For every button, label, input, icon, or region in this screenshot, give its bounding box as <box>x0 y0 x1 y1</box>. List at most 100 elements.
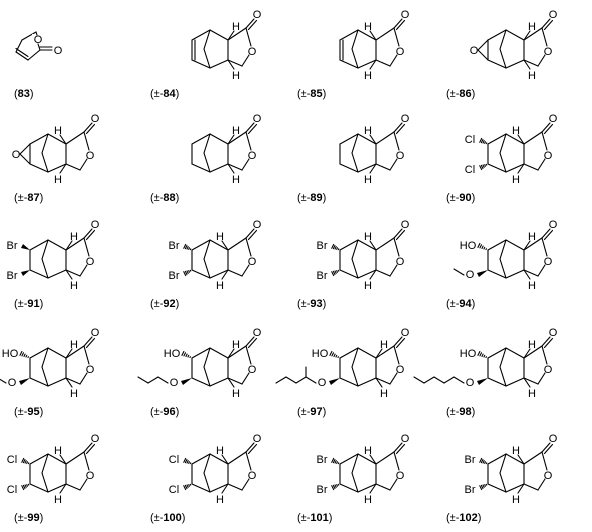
bond <box>487 239 507 251</box>
compound-number: 89 <box>310 192 323 204</box>
hash-stroke <box>479 485 483 491</box>
bond <box>209 133 229 145</box>
hash-stroke <box>334 460 337 464</box>
bond <box>523 483 539 491</box>
carbonyl-bond <box>393 18 403 29</box>
bond <box>29 377 49 387</box>
bond <box>505 377 525 387</box>
stereo-h-bond <box>221 454 229 465</box>
substituent-bond <box>183 243 192 251</box>
bond <box>29 269 49 279</box>
compound-label-83: (83) <box>14 88 34 100</box>
bond <box>21 31 37 41</box>
compound-label-86: (±-86) <box>446 88 475 100</box>
carbonyl-bond <box>543 229 554 241</box>
ring-double-bond <box>15 47 29 58</box>
hash-stroke <box>21 485 25 491</box>
bond <box>393 451 400 471</box>
label-prefix: (±- <box>297 406 311 418</box>
stereo-h-bond <box>59 134 67 145</box>
bond <box>191 29 211 41</box>
hydroxyl-label: HO <box>164 348 181 360</box>
label-suffix: ) <box>471 406 476 418</box>
bond <box>227 483 243 491</box>
bond <box>41 347 49 368</box>
label-mask <box>395 255 405 267</box>
bond <box>375 451 395 465</box>
bond <box>351 152 359 173</box>
carbonyl-oxygen-label: O <box>549 433 558 445</box>
hash-stroke <box>329 350 333 356</box>
bond <box>209 377 229 387</box>
compound-label-97: (±-97) <box>297 406 326 418</box>
label-mask <box>247 469 257 481</box>
ring-junction-h-label: H <box>54 125 62 137</box>
bond <box>339 483 359 493</box>
bond <box>393 131 400 151</box>
hash-stroke <box>483 354 486 358</box>
carbonyl-bond <box>245 442 255 453</box>
stereo-h-bond <box>369 59 377 70</box>
compound-number: 95 <box>27 406 40 418</box>
stereo-h-bond <box>369 240 377 251</box>
hash-stroke <box>24 484 27 488</box>
ether-bond <box>477 270 488 277</box>
compound-number: 91 <box>27 298 40 310</box>
substituent-bond <box>21 244 30 250</box>
stereo-h-bond <box>369 134 377 145</box>
hash-stroke <box>186 484 189 488</box>
stereo-h-bond <box>517 134 525 145</box>
bond <box>351 258 359 279</box>
carbonyl-oxygen-label: O <box>549 219 558 231</box>
stereo-h-bond <box>375 377 383 388</box>
bond <box>477 49 489 61</box>
stereo-h-bond <box>65 377 73 388</box>
ring-junction-h-label: H <box>364 280 372 292</box>
bond <box>487 59 507 69</box>
lactone-oxygen-label: O <box>248 256 257 268</box>
label-prefix: (±- <box>150 88 164 100</box>
label-suffix: ) <box>39 512 44 524</box>
bond <box>191 239 211 251</box>
hash-stroke <box>181 350 185 356</box>
ring-junction-h-label: H <box>54 174 62 186</box>
alkyl-chain-bond <box>443 376 455 384</box>
carbonyl-oxygen-label: O <box>401 433 410 445</box>
carbonyl-bond <box>393 442 403 453</box>
lactone-oxygen-label: O <box>544 256 553 268</box>
carbonyl-bond <box>393 336 403 347</box>
ring-junction-h-label: H <box>512 445 520 457</box>
hash-stroke <box>332 244 336 250</box>
hash-stroke <box>479 352 483 357</box>
label-prefix: (±- <box>297 298 311 310</box>
carbonyl-bond <box>543 123 554 135</box>
bond <box>29 239 49 251</box>
label-mask <box>85 149 95 161</box>
bond <box>339 163 359 173</box>
lactone-oxygen-label: O <box>396 150 405 162</box>
bond <box>375 163 391 171</box>
bond <box>523 131 543 145</box>
bond <box>65 345 85 359</box>
label-prefix: (±- <box>446 512 460 524</box>
bond <box>47 163 67 173</box>
bond <box>227 163 243 171</box>
ring-junction-h-label: H <box>364 70 372 82</box>
label-suffix: ) <box>175 192 180 204</box>
bond <box>523 163 539 171</box>
bond <box>209 453 229 465</box>
ether-oxygen-label: O <box>8 377 17 389</box>
bond <box>523 451 543 465</box>
compound-number: 98 <box>459 406 472 418</box>
hash-stroke <box>187 354 190 358</box>
compound-number: 96 <box>163 406 176 418</box>
alkyl-chain-bond <box>137 376 149 384</box>
